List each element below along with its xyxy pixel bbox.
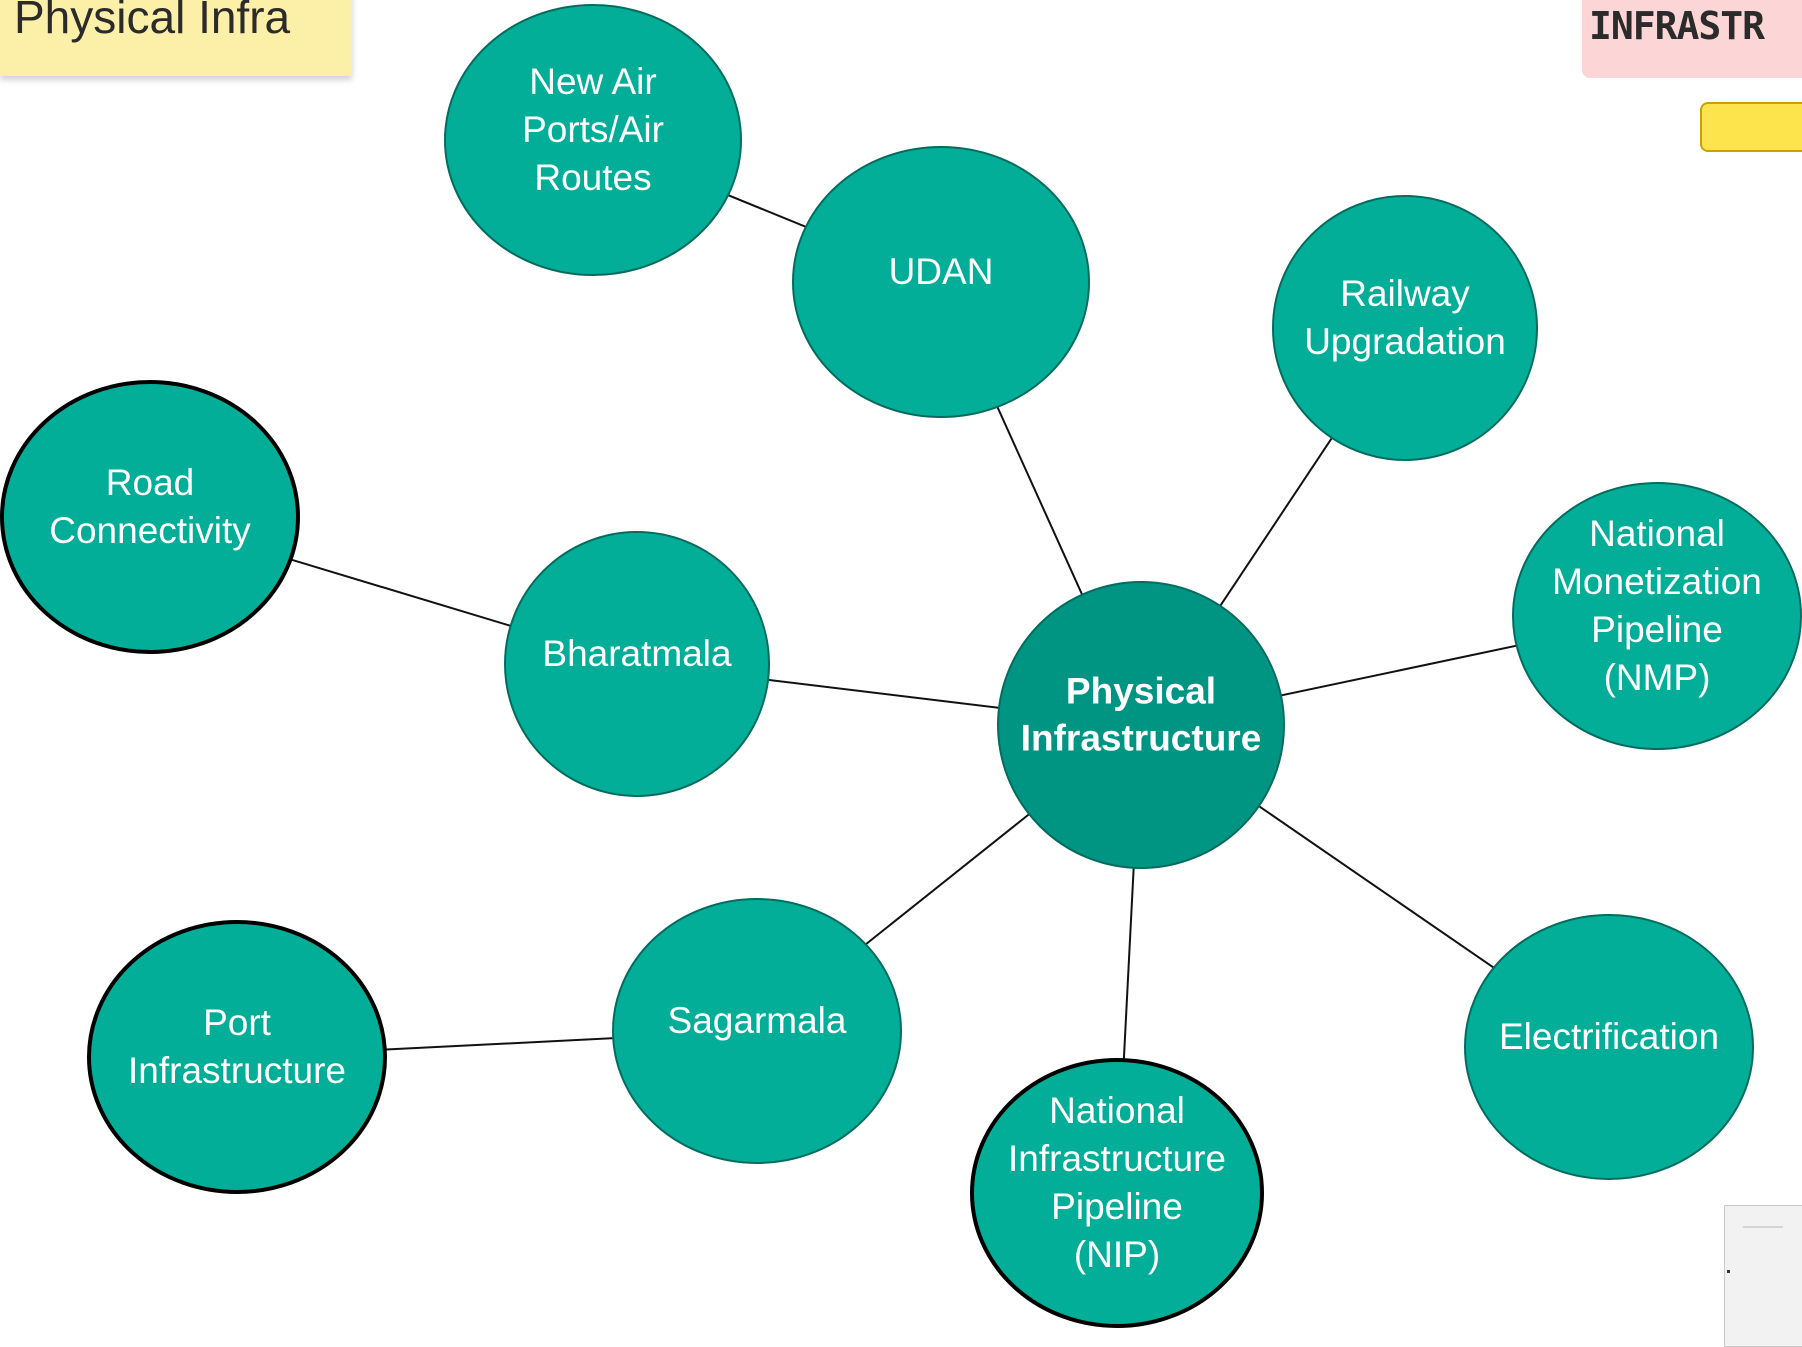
node-label-sagarmala: Sagarmala [668, 1000, 847, 1041]
yellow-shape[interactable] [1700, 102, 1802, 152]
node-label-nip: (NIP) [1074, 1234, 1160, 1275]
node-label-nip: Infrastructure [1008, 1138, 1226, 1179]
node-shape-physical-infrastructure [997, 581, 1285, 869]
node-label-road-connectivity: Connectivity [49, 510, 251, 551]
node-shape-new-air-ports [444, 4, 742, 276]
node-bharatmala[interactable]: Bharatmala [504, 531, 770, 797]
node-sagarmala[interactable]: Sagarmala [612, 898, 902, 1164]
node-shape-bharatmala [504, 531, 770, 797]
node-label-railway-upgradation: Upgradation [1304, 321, 1506, 362]
node-label-physical-infrastructure: Infrastructure [1021, 717, 1262, 758]
node-label-nmp: Pipeline [1591, 609, 1723, 650]
node-label-electrification: Electrification [1499, 1016, 1719, 1057]
node-label-udan: UDAN [889, 251, 994, 292]
node-shape-port-infrastructure [87, 920, 387, 1194]
node-label-bharatmala: Bharatmala [542, 633, 732, 674]
node-label-new-air-ports: Ports/Air [522, 109, 664, 150]
thumbnail-dot [1727, 1270, 1730, 1273]
header-sticky-text: INFRASTR [1589, 4, 1765, 48]
node-label-port-infrastructure: Infrastructure [128, 1050, 346, 1091]
topic-sticky-text: Physical Infra [14, 0, 291, 43]
node-label-nmp: National [1589, 513, 1725, 554]
node-shape-nip [970, 1058, 1264, 1328]
image-thumbnail[interactable] [1724, 1205, 1802, 1347]
node-shape-udan [792, 146, 1090, 418]
node-shape-railway-upgradation [1272, 195, 1538, 461]
node-shape-road-connectivity [0, 380, 300, 654]
node-shape-nmp [1512, 482, 1802, 750]
thumbnail-scribble [1743, 1226, 1783, 1228]
node-label-nmp: Monetization [1552, 561, 1762, 602]
node-label-physical-infrastructure: Physical [1066, 670, 1216, 711]
topic-sticky-note[interactable]: Physical Infra [0, 0, 352, 76]
node-label-port-infrastructure: Port [203, 1002, 272, 1043]
header-sticky-note[interactable]: INFRASTR [1582, 0, 1802, 78]
node-label-nip: National [1049, 1090, 1185, 1131]
node-label-nip: Pipeline [1051, 1186, 1183, 1227]
nodes-layer: UDAN New AirPorts/AirRoutesRailwayUpgrada… [0, 4, 1802, 1328]
node-label-road-connectivity: Road [106, 462, 194, 503]
node-label-new-air-ports: New Air [529, 61, 656, 102]
node-shape-sagarmala [612, 898, 902, 1164]
node-label-railway-upgradation: Railway [1340, 273, 1470, 314]
node-label-new-air-ports: Routes [534, 157, 651, 198]
node-electrification[interactable]: Electrification [1464, 914, 1754, 1180]
node-udan[interactable]: UDAN [792, 146, 1090, 418]
node-shape-electrification [1464, 914, 1754, 1180]
node-label-nmp: (NMP) [1604, 657, 1711, 698]
